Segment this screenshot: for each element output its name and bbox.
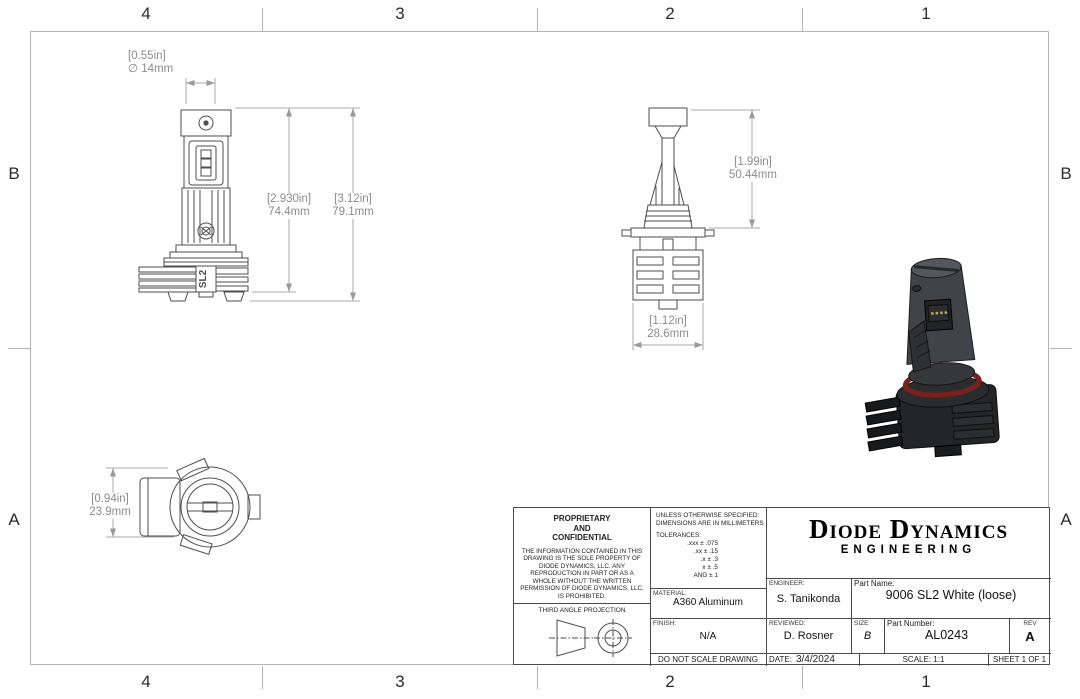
sheet-text: SHEET 1 OF 1 [992,655,1047,664]
dim-front-height-2-mm: 79.1mm [332,206,374,218]
zone-label-top-3: 3 [395,4,405,23]
part-name-label: Part Name: [854,579,895,588]
zone-label-right-a: A [1060,510,1072,529]
reviewed-cell: REVIEWED: D. Rosner [766,618,852,654]
zone-label-bottom-4: 4 [141,672,151,691]
dim-side-height: [1.99in] 50.44mm [727,156,779,182]
part-number-value: AL0243 [924,628,969,642]
scale-text: SCALE: 1:1 [902,655,945,664]
company-logo-subtext: ENGINEERING [840,544,977,556]
zone-label-left-a: A [8,510,20,529]
zone-label-top-1: 1 [921,4,931,23]
sheet-cell: SHEET 1 OF 1 [988,653,1051,666]
title-block: PROPRIETARY AND CONFIDENTIAL THE INFORMA… [513,507,1051,666]
tolerances-label: TOLERANCES: [656,532,701,539]
front-view: SL2 [138,109,249,302]
side-view [621,107,715,310]
dim-front-height-2: [3.12in] 79.1mm [330,193,376,219]
reviewed-label: REVIEWED: [769,620,806,627]
proprietary-body: THE INFORMATION CONTAINED IN THIS DRAWIN… [520,547,644,600]
spec-line-2: DIMENSIONS ARE IN MILLIMETERS [656,520,764,527]
tolerance-whole: x ± .5 [702,564,718,571]
finish-cell: FINISH: N/A [650,618,767,654]
rev-cell: REV A [1009,618,1051,654]
zone-tick [537,666,538,689]
dim-top-width-mm: 23.9mm [89,506,131,518]
dim-front-height-1: [2.930in] 74.4mm [264,193,314,219]
dim-side-width-mm: 28.6mm [647,328,689,340]
reviewed-value: D. Rosner [783,630,834,642]
dim-top-width-in: [0.94in] [91,493,129,505]
tolerance-x: .x ± .3 [700,556,718,563]
zone-tick [802,666,803,689]
zone-tick [8,348,30,349]
zone-label-left-b: B [8,164,20,183]
do-not-scale-cell: DO NOT SCALE DRAWING [650,653,767,666]
scale-cell: SCALE: 1:1 [859,653,989,666]
date-value: 3/4/2024 [795,654,835,665]
tolerance-ang: ANG ± 1 [693,572,718,579]
top-view [139,457,261,556]
material-cell: MATERIAL: A360 Aluminum [650,588,767,619]
proprietary-heading: PROPRIETARY AND CONFIDENTIAL [552,514,612,542]
dim-front-diameter-in: [0.55in] [128,50,166,62]
engineer-cell: ENGINEER: S. Tanikonda [766,578,852,619]
third-angle-cell: THIRD ANGLE PROJECTION [514,603,651,666]
zone-tick [262,8,263,31]
front-view-logo-text: SL2 [198,269,209,288]
tolerance-xx: .xx ± .15 [693,548,718,555]
zone-label-right-b: B [1060,164,1072,183]
dim-front-height-2-in: [3.12in] [334,193,372,205]
dim-front-height-1-mm: 74.4mm [268,206,310,218]
dim-front-height-1-in: [2.930in] [266,193,312,205]
part-number-cell: Part Number: AL0243 [884,618,1010,654]
date-label: DATE: [769,655,792,664]
zone-tick [802,8,803,31]
part-number-label: Part Number: [887,619,935,628]
date-cell: DATE: 3/4/2024 [766,653,860,666]
dim-front-diameter: [0.55in] ∅ 14mm [126,50,176,76]
material-value: A360 Aluminum [672,597,744,608]
dim-side-height-mm: 50.44mm [729,169,777,181]
tolerances-cell: UNLESS OTHERWISE SPECIFIED: DIMENSIONS A… [650,508,767,589]
zone-label-bottom-1: 1 [921,672,931,691]
dim-top-width: [0.94in] 23.9mm [87,493,133,519]
zone-tick [262,666,263,689]
do-not-scale-text: DO NOT SCALE DRAWING [657,655,758,664]
proprietary-cell: PROPRIETARY AND CONFIDENTIAL THE INFORMA… [514,508,651,604]
zone-tick [537,8,538,31]
size-value: B [863,630,872,642]
third-angle-label: THIRD ANGLE PROJECTION [538,607,626,614]
finish-label: FINISH: [653,620,677,627]
size-label: SIZE [854,620,869,627]
part-name-value: 9006 SL2 White (loose) [885,588,1017,602]
engineer-value: S. Tanikonda [776,593,841,605]
rev-value: A [1025,629,1035,644]
zone-label-bottom-2: 2 [665,672,675,691]
zone-label-top-4: 4 [141,4,151,23]
dim-side-height-in: [1.99in] [734,156,772,168]
size-cell: SIZE B [851,618,885,654]
company-logo-text: Diode Dynamics [808,514,1009,544]
dim-side-width: [1.12in] 28.6mm [645,315,691,341]
spec-line-1: UNLESS OTHERWISE SPECIFIED: [656,512,760,519]
iso-stem [906,257,976,373]
part-name-cell: Part Name: 9006 SL2 White (loose) [851,578,1051,619]
zone-label-top-2: 2 [665,4,675,23]
rev-label: REV [1023,620,1037,627]
tolerance-xxx: .xxx ± .075 [687,540,718,547]
dim-front-diameter-mm: ∅ 14mm [128,63,174,75]
material-label: MATERIAL: [653,590,687,597]
finish-value: N/A [699,631,717,642]
engineer-label: ENGINEER: [769,580,805,587]
third-angle-symbol [549,619,632,657]
iso-view [864,257,1000,458]
zone-label-bottom-3: 3 [395,672,405,691]
dim-side-width-in: [1.12in] [649,315,687,327]
zone-tick [1050,348,1072,349]
logo-cell: Diode Dynamics ENGINEERING [766,508,1051,579]
